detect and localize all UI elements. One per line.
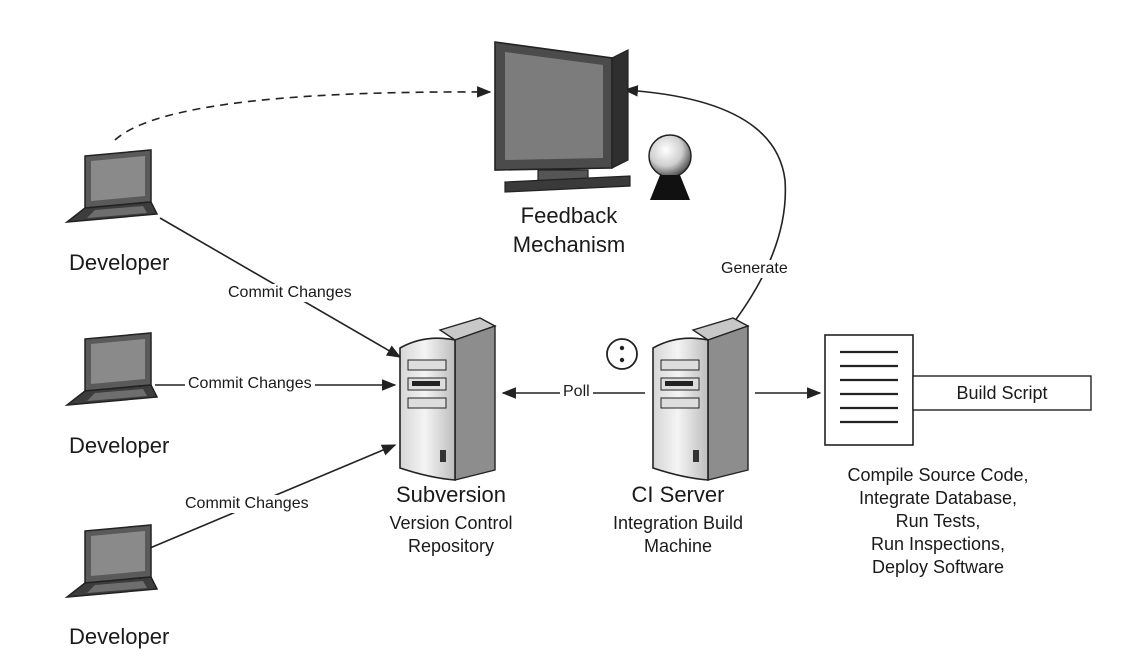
feedback-mechanism-label: Feedback Mechanism xyxy=(513,201,625,259)
ci-server-subtitle-line2: Machine xyxy=(643,536,713,556)
build-step: Run Tests, xyxy=(895,511,981,531)
commit-changes-label: Commit Changes xyxy=(185,375,315,393)
subversion-subtitle-line1: Version Control xyxy=(389,513,513,533)
subversion-label: Subversion Version Control Repository xyxy=(389,482,512,558)
build-step: Compile Source Code, xyxy=(847,465,1029,485)
poll-label: Poll xyxy=(560,383,593,401)
developer-label: Developer xyxy=(69,433,170,458)
ci-server-subtitle-line1: Integration Build xyxy=(612,513,744,533)
dashed-feedback-arrow xyxy=(114,86,492,141)
subversion-subtitle-line2: Repository xyxy=(407,536,495,556)
commit-changes-label: Commit Changes xyxy=(225,284,355,302)
build-step: Run Inspections, xyxy=(870,534,1006,554)
laptop-icon xyxy=(64,524,159,598)
build-step: Integrate Database, xyxy=(858,488,1018,508)
ci-server-title: CI Server xyxy=(631,482,725,507)
developer-label: Developer xyxy=(69,250,170,275)
monitor-icon xyxy=(494,41,631,193)
developer-label: Developer xyxy=(69,624,170,649)
subversion-server-icon xyxy=(399,317,497,481)
feedback-title-line2: Mechanism xyxy=(512,232,626,257)
clock-icon xyxy=(606,338,638,370)
laptop-icon xyxy=(64,332,159,406)
subversion-title: Subversion xyxy=(395,482,507,507)
build-script-document-icon xyxy=(824,334,914,446)
build-script-box xyxy=(912,375,1092,411)
ci-server-label: CI Server Integration Build Machine xyxy=(613,482,743,558)
commit-changes-label: Commit Changes xyxy=(182,495,312,513)
laptop-icon xyxy=(64,149,159,223)
feedback-title-line1: Feedback xyxy=(520,203,618,228)
build-step: Deploy Software xyxy=(871,557,1005,577)
build-script-label: Build Script xyxy=(956,383,1048,403)
status-lamp-icon xyxy=(648,134,692,200)
generate-arrow xyxy=(623,85,787,331)
ci-server-icon xyxy=(652,317,750,481)
build-steps-list: Compile Source Code, Integrate Database,… xyxy=(847,464,1028,579)
generate-label: Generate xyxy=(718,260,791,278)
